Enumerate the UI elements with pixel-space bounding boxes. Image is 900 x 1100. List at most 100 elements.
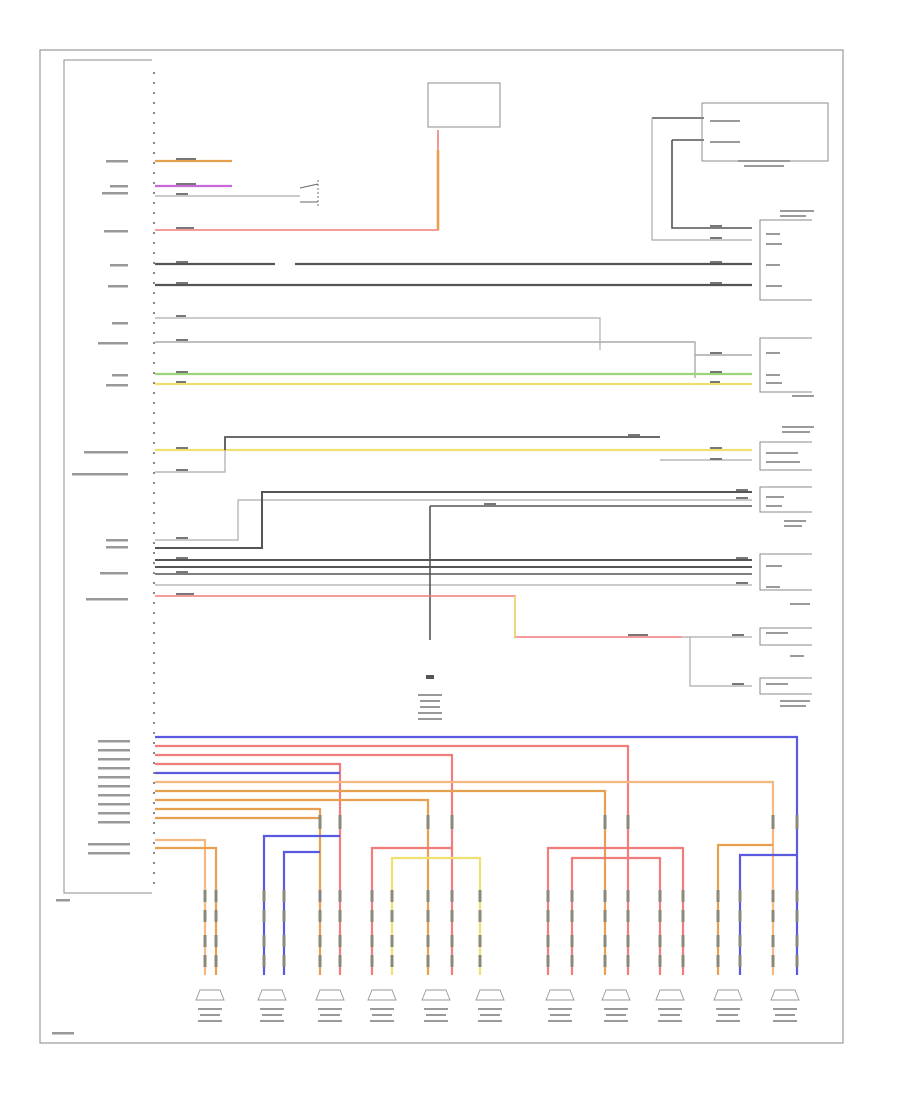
wire-tag (426, 910, 430, 922)
speaker-body (475, 989, 505, 1001)
speaker-label-line (716, 1008, 740, 1010)
wire-tag (795, 890, 799, 902)
speaker-label-line (370, 1008, 394, 1010)
connector-pin (153, 152, 155, 154)
speaker-label-line (318, 1020, 342, 1022)
wire-tag (214, 890, 218, 902)
connector-pin (153, 442, 155, 444)
speaker-symbol (195, 989, 225, 1022)
wire-tag (370, 890, 374, 902)
wire-tag (771, 910, 775, 922)
wire-tag (570, 890, 574, 902)
connector-pin (153, 272, 155, 274)
speaker-label-line (773, 1020, 797, 1022)
connector-pin (153, 382, 155, 384)
wire-tag (546, 890, 550, 902)
speaker-label-line (775, 1014, 795, 1016)
connector-pin (153, 852, 155, 854)
wire-tag (262, 890, 266, 902)
connector-pin (153, 642, 155, 644)
wire-tags (176, 158, 748, 685)
speaker-label-line (718, 1014, 738, 1016)
wire-tag (390, 890, 394, 902)
speaker-label-line (550, 1014, 570, 1016)
wire-tag (716, 910, 720, 922)
connector-pin (153, 292, 155, 294)
connector-pin (153, 112, 155, 114)
speaker-label-line (604, 1020, 628, 1022)
connector-pin (153, 612, 155, 614)
main-unit-labels (52, 160, 130, 1035)
wire-tag (426, 935, 430, 947)
connector-pin (153, 432, 155, 434)
speaker-label-line (370, 1020, 394, 1022)
wire-tag (426, 815, 430, 829)
connector-pin (153, 712, 155, 714)
wire-tag (658, 910, 662, 922)
wire-tag (370, 935, 374, 947)
connector-pin (153, 722, 155, 724)
speaker-symbol (770, 989, 800, 1022)
wire-tag (318, 910, 322, 922)
wire-tag (282, 890, 286, 902)
wire-tag (318, 935, 322, 947)
connector-pin (153, 402, 155, 404)
speaker-label-line (716, 1020, 740, 1022)
wire-tag (318, 815, 322, 829)
wire-tag (716, 955, 720, 967)
wire-tag (478, 910, 482, 922)
connector-pin (153, 622, 155, 624)
connector-pin (153, 602, 155, 604)
speaker-label-line (198, 1008, 222, 1010)
speaker-wire-tags (203, 815, 799, 967)
wire-tag (795, 910, 799, 922)
speaker-label-line (424, 1020, 448, 1022)
connector-pin (153, 172, 155, 174)
wire-tag (203, 890, 207, 902)
speaker-label-line (606, 1014, 626, 1016)
connector-pin (153, 72, 155, 74)
connector-pin (153, 162, 155, 164)
wire-tag (681, 935, 685, 947)
wire-tag (570, 935, 574, 947)
connector-pin (153, 302, 155, 304)
connector-pin (153, 802, 155, 804)
speaker-label-line (478, 1020, 502, 1022)
connector-pin (153, 592, 155, 594)
connector-pin (153, 262, 155, 264)
connector-pin (153, 672, 155, 674)
connector-pin (153, 862, 155, 864)
wire-tag (338, 890, 342, 902)
connector-pin (153, 482, 155, 484)
speaker-symbol (655, 989, 685, 1022)
wire-tag (716, 890, 720, 902)
speaker-body (257, 989, 287, 1001)
connector-pin (153, 652, 155, 654)
wire-tag (716, 935, 720, 947)
wire-tag (262, 955, 266, 967)
wire-tag (546, 955, 550, 967)
connector-pin (153, 202, 155, 204)
connector-pin (153, 242, 155, 244)
connector-pin (153, 312, 155, 314)
speaker-body (770, 989, 800, 1001)
connector-pin (153, 132, 155, 134)
speaker-body (315, 989, 345, 1001)
speaker-symbol (601, 989, 631, 1022)
wire-tag (795, 955, 799, 967)
connector-pin (153, 532, 155, 534)
speaker-symbol (315, 989, 345, 1022)
wire-tag (282, 910, 286, 922)
connector-pin (153, 222, 155, 224)
wire-tag (318, 890, 322, 902)
connector-pin (153, 422, 155, 424)
diagram-frame (39, 49, 844, 1044)
wire-tag (603, 815, 607, 829)
right-connector-labels (710, 120, 814, 707)
speaker-wiring (155, 735, 799, 975)
wire-tag (771, 815, 775, 829)
wire-tag (450, 890, 454, 902)
wire-tag (390, 955, 394, 967)
wire-tag (214, 910, 218, 922)
wire-tag (203, 910, 207, 922)
